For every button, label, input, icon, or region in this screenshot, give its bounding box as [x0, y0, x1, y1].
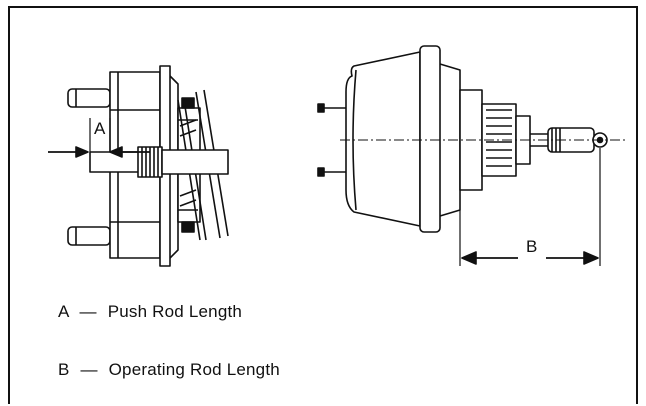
legend-text: Operating Rod Length: [108, 360, 280, 379]
legend-key: A: [58, 302, 69, 321]
push-rod-assembly-view: [48, 65, 229, 267]
legend-key: B: [58, 360, 70, 379]
legend-text: Push Rod Length: [107, 302, 243, 321]
dimension-a-label: A: [94, 119, 106, 138]
figure-frame: [8, 6, 638, 404]
legend-dash: —: [79, 302, 97, 321]
legend-item-a: A — Push Rod Length: [58, 302, 242, 322]
dimension-b-label: B: [526, 237, 537, 256]
legend-item-b: B — Operating Rod Length: [58, 360, 280, 380]
booster-view: [317, 45, 626, 266]
legend-dash: —: [80, 360, 98, 379]
